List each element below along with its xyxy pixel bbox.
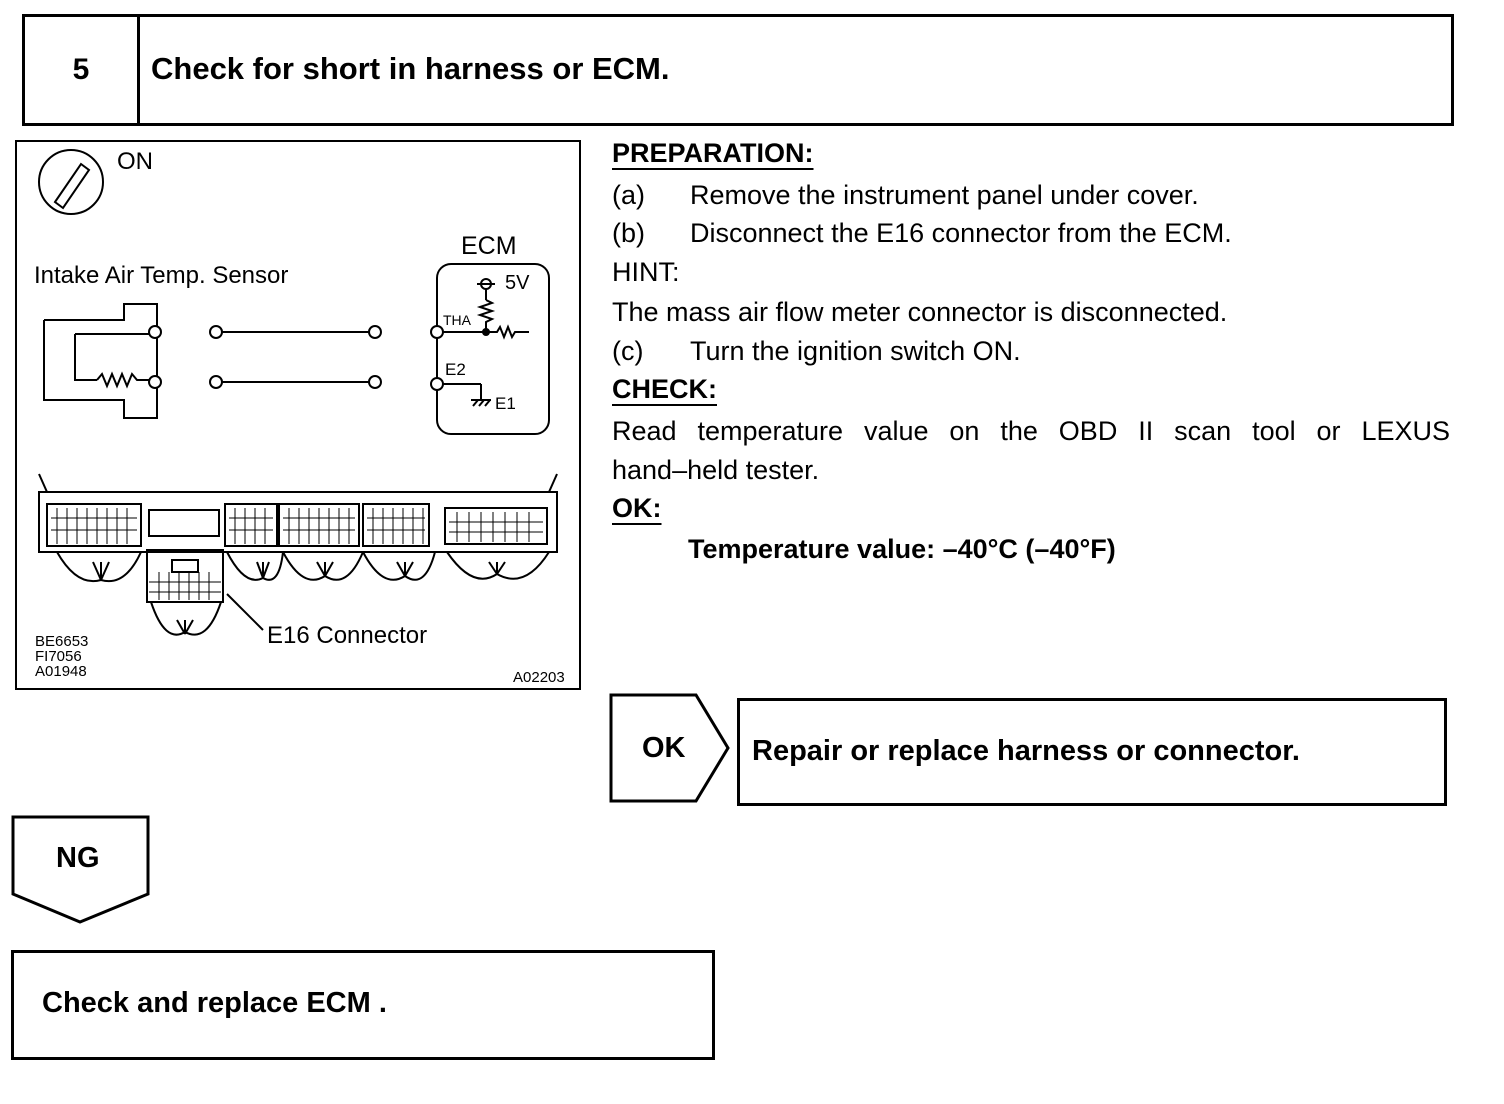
step-item: (c) Turn the ignition switch ON. — [612, 336, 1021, 367]
step-letter: (b) — [612, 218, 645, 248]
e2-label: E2 — [445, 360, 466, 379]
step-text: Disconnect the E16 connector from the EC… — [690, 218, 1232, 248]
e16-connector-label: E16 Connector — [267, 622, 428, 649]
step-letter: (a) — [612, 180, 645, 210]
connector-pin-grid — [51, 508, 543, 544]
step-text: Turn the ignition switch ON. — [690, 336, 1021, 366]
wiring-diagram: ON ECM Intake Air Temp. Sensor 5V THA E2… — [15, 140, 581, 690]
ng-label: NG — [56, 842, 100, 874]
sensor-outline — [43, 303, 162, 419]
hint-heading: HINT: — [612, 257, 680, 287]
ref-code: FI7056 — [35, 648, 82, 665]
wire-bundles — [56, 551, 550, 583]
ecm-box — [430, 263, 550, 435]
step-title: Check for short in harness or ECM. — [151, 51, 670, 86]
ref-code: A01948 — [35, 663, 87, 680]
ok-action-text: Repair or replace harness or connector. — [752, 735, 1300, 767]
ok-action-box: Repair or replace harness or connector. — [737, 698, 1447, 806]
step-header: 5 Check for short in harness or ECM. — [22, 14, 1454, 126]
ref-code: BE6653 — [35, 633, 89, 650]
check-heading: CHECK: — [612, 374, 717, 404]
e1-label: E1 — [495, 394, 516, 413]
hint-text: The mass air flow meter connector is dis… — [612, 297, 1228, 327]
step-text: Remove the instrument panel under cover. — [690, 180, 1199, 210]
ignition-key-icon — [38, 149, 104, 215]
ng-action-period: . — [378, 987, 387, 1019]
ok-label: OK — [642, 732, 686, 764]
ng-action-main: Check and replace ECM — [42, 987, 371, 1019]
ok-arrow-shape — [609, 693, 730, 803]
ng-arrow-shape — [11, 815, 150, 924]
diagram-drawing — [38, 149, 558, 636]
ok-heading: OK: — [612, 493, 662, 523]
preparation-heading: PREPARATION: — [612, 138, 814, 168]
voltage-label: 5V — [505, 272, 530, 294]
sensor-label: Intake Air Temp. Sensor — [34, 262, 289, 289]
ng-action-text: Check and replace ECM . — [42, 987, 387, 1020]
ng-action-box: Check and replace ECM . — [11, 950, 715, 1060]
ecm-label: ECM — [461, 232, 517, 260]
ignition-on-label: ON — [117, 148, 153, 175]
ok-criteria: Temperature value: –40°C (–40°F) — [688, 534, 1116, 564]
step-item: (a) Remove the instrument panel under cov… — [612, 180, 1199, 211]
step-letter: (c) — [612, 336, 644, 366]
check-text: Read temperature value on the OBD II sca… — [612, 416, 1450, 446]
harness-wires — [209, 325, 382, 389]
check-text-continued: hand–held tester. — [612, 455, 820, 485]
tha-label: THA — [443, 312, 471, 328]
e16-connector-drawing — [146, 549, 264, 636]
step-item: (b) Disconnect the E16 connector from the… — [612, 218, 1232, 249]
step-number: 5 — [25, 17, 140, 123]
ecm-connector-housing — [38, 473, 558, 553]
figure-code: A02203 — [513, 669, 565, 686]
